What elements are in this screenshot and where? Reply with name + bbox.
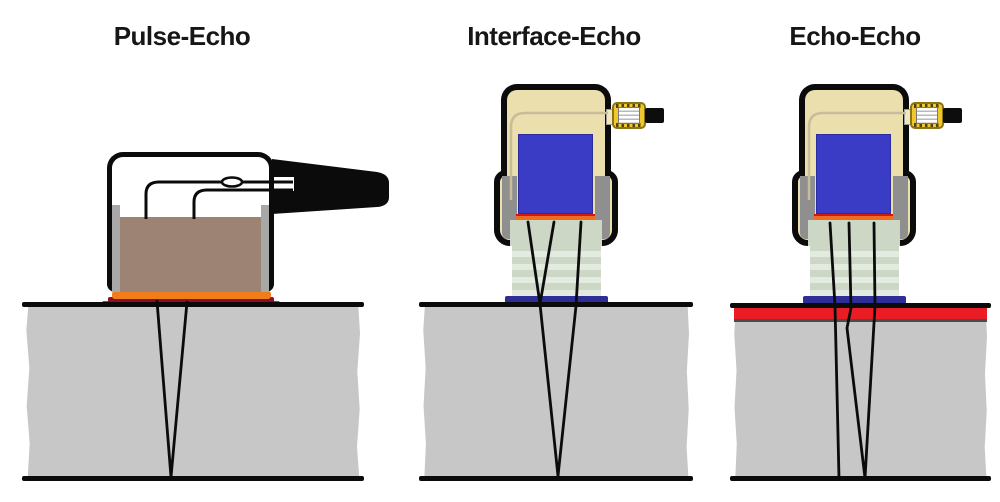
cable-boot <box>272 159 389 214</box>
slab-2-top-surface-line <box>419 302 693 307</box>
connector-knurling-bottom <box>616 123 642 127</box>
probe-inner-wall-right <box>261 205 269 292</box>
delay-line-top <box>808 220 900 246</box>
slab-3-top-surface-line <box>730 303 991 308</box>
delay-line-probe-interface-echo <box>494 83 664 318</box>
test-material-slab-2 <box>423 306 689 478</box>
delay-line-probe-echo-echo <box>792 83 962 318</box>
connector-knurling-top <box>616 104 642 108</box>
slab-1-back-wall-line <box>22 476 364 481</box>
slab-2-back-wall-line <box>419 476 693 481</box>
panel-title-interface-echo: Interface-Echo <box>467 21 641 51</box>
probe-inner-wall-left <box>112 205 120 292</box>
test-material-slab-1 <box>26 306 360 478</box>
connector-knurling-bottom <box>914 123 940 127</box>
panel-title-pulse-echo: Pulse-Echo <box>113 21 251 51</box>
probe-wear-plate <box>108 297 274 304</box>
cable-wire-channel <box>274 177 294 191</box>
probe-crystal <box>816 134 891 214</box>
probe-crystal-strip <box>112 291 271 299</box>
connector-knurling-top <box>914 104 940 108</box>
slab-3-back-wall-line <box>730 476 991 481</box>
probe-crystal <box>518 134 593 214</box>
panel-title-echo-echo: Echo-Echo <box>789 21 921 51</box>
connector-plug <box>645 108 664 123</box>
delay-line-top <box>510 220 602 246</box>
slab-1-top-surface-line <box>22 302 364 307</box>
connector-socket <box>916 107 938 124</box>
connector-plug <box>943 108 962 123</box>
probe-damping-block <box>120 217 261 292</box>
coating-interface-line <box>734 319 987 322</box>
test-material-slab-3 <box>734 310 987 478</box>
connector-socket <box>618 107 640 124</box>
